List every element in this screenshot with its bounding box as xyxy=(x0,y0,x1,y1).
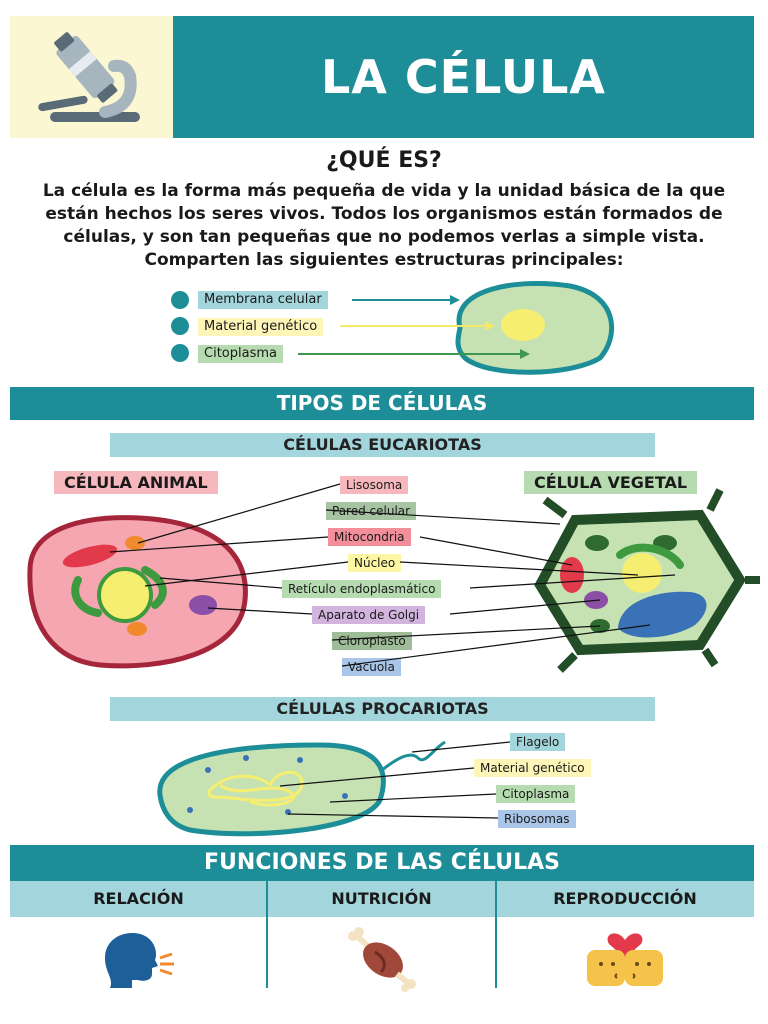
organelle-lisosoma: Lisosoma xyxy=(340,476,409,494)
column-divider xyxy=(495,881,497,988)
function-nutricion: NUTRICIÓN xyxy=(267,881,496,917)
organelle-mitocondria: Mitocondria xyxy=(328,528,411,546)
label-membrana: Membrana celular xyxy=(198,291,328,309)
header-title-panel xyxy=(173,16,754,138)
eukaryotes-subband: CÉLULAS EUCARIOTAS xyxy=(110,433,655,457)
organelle-reticulo: Retículo endoplasmático xyxy=(282,580,442,598)
section-title-que-es: ¿QUÉ ES? xyxy=(326,148,442,173)
pro-flagelo: Flagelo xyxy=(510,733,566,751)
pro-citoplasma: Citoplasma xyxy=(496,785,576,803)
bullet-dot xyxy=(171,344,189,362)
speaking-head-icon xyxy=(105,933,174,988)
organelle-golgi: Aparato de Golgi xyxy=(312,606,426,624)
meat-icon xyxy=(348,927,416,992)
pro-material-genetico: Material genético xyxy=(474,759,591,777)
function-relacion: RELACIÓN xyxy=(10,881,267,917)
bullet-dot xyxy=(171,317,189,335)
plant-cell-label: CÉLULA VEGETAL xyxy=(524,471,698,494)
structure-bullets xyxy=(171,291,189,362)
functions-band: FUNCIONES DE LAS CÉLULAS xyxy=(10,845,754,881)
prokaryotes-subband: CÉLULAS PROCARIOTAS xyxy=(110,697,655,721)
organelle-pared-celular: Pared celular xyxy=(326,502,417,520)
pro-ribosomas: Ribosomas xyxy=(498,810,576,828)
organelle-nucleo: Núcleo xyxy=(348,554,402,572)
column-divider xyxy=(266,881,268,988)
eukaryote-cells-diagram xyxy=(27,483,760,673)
intro-paragraph: La célula es la forma más pequeña de vid… xyxy=(42,181,726,270)
types-band: TIPOS DE CÉLULAS xyxy=(10,387,754,420)
microscope-icon xyxy=(38,32,140,122)
basic-cell-diagram xyxy=(298,280,615,375)
animal-cell-label: CÉLULA ANIMAL xyxy=(54,471,218,494)
label-citoplasma: Citoplasma xyxy=(198,345,283,363)
function-reproduccion: REPRODUCCIÓN xyxy=(496,881,754,917)
page-title: LA CÉLULA xyxy=(320,50,607,104)
kissing-couple-icon xyxy=(587,933,663,986)
bullet-dot xyxy=(171,291,189,309)
organelle-vacuola: Vacuola xyxy=(342,658,401,676)
prokaryote-cell-diagram xyxy=(157,740,511,837)
label-material: Material genético xyxy=(198,318,324,336)
